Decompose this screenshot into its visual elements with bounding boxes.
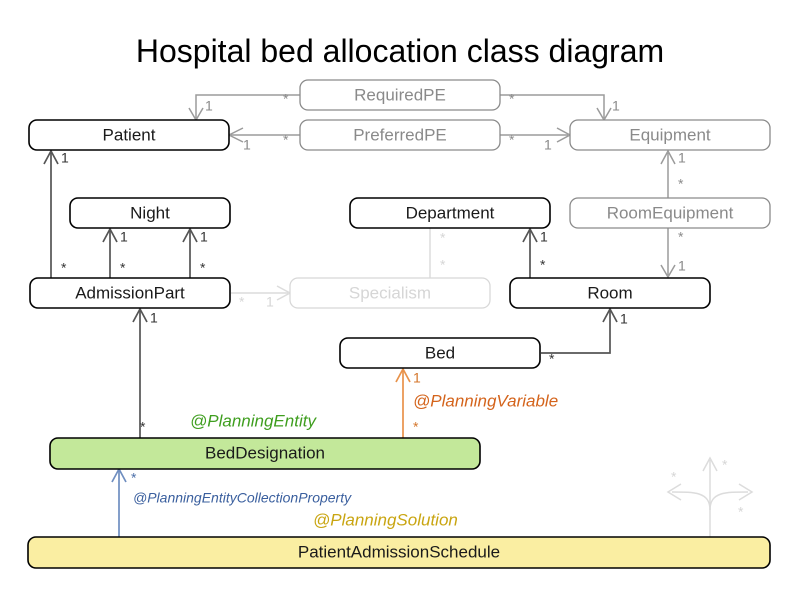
class-label-preferredpe: PreferredPE: [353, 125, 447, 144]
edge-beddesignation-bed: 1 *: [395, 367, 421, 438]
mult-roomequipment-equipment-target: 1: [678, 150, 686, 166]
page-title: Hospital bed allocation class diagram: [136, 33, 664, 69]
mult-bed-room-source: *: [549, 351, 555, 367]
edge-room-department: 1 *: [522, 227, 548, 278]
class-box-night[interactable]: Night: [69, 197, 231, 229]
mult-roomequipment-room-source: *: [678, 229, 684, 245]
class-box-admissionpart[interactable]: AdmissionPart: [29, 277, 231, 309]
mult-preferredpe-equipment-target: 1: [544, 137, 552, 153]
class-box-beddesignation[interactable]: BedDesignation: [49, 437, 481, 470]
edge-roomequipment-equipment: 1 *: [660, 149, 686, 198]
edge-roomequipment-room: * 1: [660, 228, 686, 279]
mult-patientadmissionschedule-beddesignation-target: *: [131, 470, 137, 486]
mult-beddesignation-admissionpart-source: *: [140, 419, 146, 435]
annotation-planning-variable: @PlanningVariable: [413, 391, 558, 410]
class-box-room[interactable]: Room: [509, 277, 711, 309]
mult-beddesignation-bed-target: 1: [413, 370, 421, 386]
edge-admissionpart-night-first: 1 *: [102, 227, 128, 278]
class-label-roomequipment: RoomEquipment: [607, 203, 734, 222]
class-box-specialism[interactable]: Specialism: [289, 277, 491, 309]
annotation-planning-entity-collection-property: @PlanningEntityCollectionProperty: [133, 490, 352, 506]
mult-requiredpe-patient-target: 1: [205, 98, 213, 114]
annotation-planning-entity: @PlanningEntity: [190, 411, 317, 430]
class-label-night: Night: [130, 203, 170, 222]
mult-beddesignation-admissionpart-target: 1: [150, 310, 158, 326]
mult-requiredpe-patient-source: *: [283, 91, 289, 107]
class-box-preferredpe[interactable]: PreferredPE: [299, 119, 501, 151]
mult-requiredpe-equipment-target: 1: [612, 98, 620, 114]
annotation-planning-solution: @PlanningSolution: [313, 510, 458, 529]
mult-admissionpart-specialism-target: 1: [266, 294, 274, 310]
class-box-bed[interactable]: Bed: [339, 337, 541, 369]
class-label-beddesignation: BedDesignation: [205, 443, 325, 462]
edge-department-specialism: * *: [429, 228, 446, 278]
mult-preferredpe-patient-target: 1: [243, 137, 251, 153]
edge-preferredpe-patient: 1 *: [227, 127, 300, 153]
edge-admissionpart-night-second: 1 *: [182, 227, 208, 278]
mult-beddesignation-bed-source: *: [413, 419, 419, 435]
class-label-department: Department: [406, 203, 495, 222]
edge-admissionpart-patient: 1 *: [43, 149, 69, 278]
mult-admissionpart-night-first-target: 1: [120, 229, 128, 245]
edge-bed-room: * 1: [541, 307, 628, 367]
edge-admissionpart-specialism: * 1: [231, 285, 292, 310]
edge-requiredpe-equipment: 1 *: [500, 91, 620, 122]
mult-admissionpart-patient-source: *: [61, 260, 67, 276]
class-box-roomequipment[interactable]: RoomEquipment: [569, 197, 771, 229]
class-box-requiredpe[interactable]: RequiredPE: [299, 79, 501, 111]
mult-room-department-target: 1: [540, 229, 548, 245]
mult-admissionpart-night-second-source: *: [200, 260, 206, 276]
mult-fanout-up: *: [722, 457, 728, 473]
mult-department-specialism-source: *: [440, 230, 446, 246]
mult-fanout-right: *: [738, 504, 744, 520]
decorative-fanout-arrows: * * *: [666, 456, 754, 537]
mult-admissionpart-patient-target: 1: [61, 150, 69, 166]
class-label-patientadmissionschedule: PatientAdmissionSchedule: [298, 542, 500, 561]
mult-roomequipment-room-target: 1: [678, 258, 686, 274]
edge-beddesignation-admissionpart: 1 *: [132, 307, 158, 438]
mult-fanout-left: *: [671, 469, 677, 485]
class-label-bed: Bed: [425, 343, 455, 362]
class-label-specialism: Specialism: [349, 283, 431, 302]
mult-department-specialism-target: *: [440, 257, 446, 273]
class-label-admissionpart: AdmissionPart: [75, 283, 185, 302]
class-label-room: Room: [587, 283, 632, 302]
mult-admissionpart-night-second-target: 1: [200, 229, 208, 245]
class-label-patient: Patient: [103, 125, 156, 144]
class-box-department[interactable]: Department: [349, 197, 551, 229]
mult-room-department-source: *: [540, 257, 546, 273]
mult-requiredpe-equipment-source: *: [509, 91, 515, 107]
class-box-patientadmissionschedule[interactable]: PatientAdmissionSchedule: [27, 536, 771, 569]
class-label-requiredpe: RequiredPE: [354, 85, 446, 104]
edge-requiredpe-patient: 1 *: [188, 91, 300, 122]
mult-roomequipment-equipment-source: *: [678, 176, 684, 192]
class-label-equipment: Equipment: [629, 125, 711, 144]
mult-preferredpe-patient-source: *: [283, 132, 289, 148]
mult-preferredpe-equipment-source: *: [509, 132, 515, 148]
mult-admissionpart-night-first-source: *: [120, 260, 126, 276]
mult-admissionpart-specialism-source: *: [239, 294, 245, 310]
class-box-patient[interactable]: Patient: [28, 119, 230, 151]
mult-bed-room-target: 1: [620, 311, 628, 327]
edge-preferredpe-equipment: * 1: [500, 127, 572, 153]
class-box-equipment[interactable]: Equipment: [569, 119, 771, 151]
